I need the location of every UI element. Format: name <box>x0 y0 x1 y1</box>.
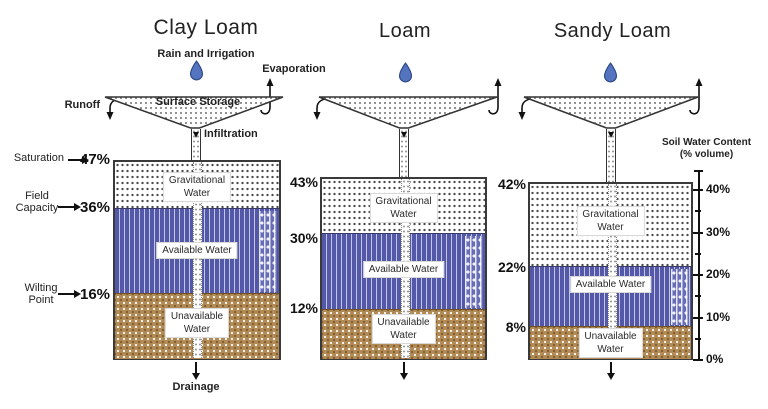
evaporation-arrow-icon <box>260 78 274 115</box>
capillary-texture <box>259 211 277 292</box>
unavailable-water-label: Unavailable Water <box>164 308 230 338</box>
water-droplet-icon <box>189 60 204 81</box>
tick-label-0: 0% <box>706 352 724 366</box>
major-tick-40 <box>693 189 703 191</box>
evaporation-arrow-icon <box>488 78 502 115</box>
drainage-label: Drainage <box>172 381 220 393</box>
gravitational-water-label: Gravitational Water <box>162 172 232 202</box>
major-tick-20 <box>693 274 703 276</box>
saturation-arrow-icon <box>68 156 89 163</box>
tick-label-10: 10% <box>706 310 731 324</box>
drainage-arrow-icon <box>192 362 199 380</box>
minor-tick-5 <box>695 338 701 340</box>
tick-label-30: 30% <box>706 225 731 239</box>
available-water-label: Available Water <box>569 276 652 293</box>
funnel-icon <box>523 96 699 129</box>
infiltration-arrow-icon <box>608 132 614 138</box>
drainage-arrow-icon <box>607 362 614 380</box>
wilting-point-label: Wilting Point <box>24 282 58 306</box>
loam-soil-container: Gravitational Water Available Water Unav… <box>320 177 487 360</box>
funnel-icon <box>104 96 284 129</box>
field-capacity-label: Field Capacity <box>15 190 59 214</box>
loam-title: Loam <box>378 20 432 42</box>
gravitational-water-label: Gravitational Water <box>576 206 645 236</box>
tick-label-40: 40% <box>706 182 731 196</box>
loam-wilting-point-pct: 12% <box>289 300 318 316</box>
minor-tick-15 <box>695 295 701 297</box>
major-tick-0 <box>693 359 703 361</box>
saturation-label: Saturation <box>13 152 64 164</box>
infiltration-arrow-icon <box>193 132 199 138</box>
axis-title-line2: (% volume) <box>679 149 734 160</box>
water-droplet-icon <box>603 62 618 83</box>
infiltration-tube <box>191 129 201 161</box>
evaporation-arrow-icon <box>689 78 703 115</box>
unavailable-water-label: Unavailable Water <box>371 314 436 344</box>
available-water-label: Available Water <box>362 261 445 278</box>
clay-saturation-pct: 47% <box>79 151 111 168</box>
major-tick-10 <box>693 317 703 319</box>
wilting-point-arrow-icon <box>58 290 81 297</box>
capillary-texture <box>465 236 483 308</box>
sandy-wilting-point-pct: 8% <box>505 319 526 335</box>
sandy-loam-soil-container: Gravitational Water Available Water Unav… <box>528 182 693 360</box>
unavailable-water-label: Unavailable Water <box>578 328 643 358</box>
drainage-tube <box>193 162 202 358</box>
drainage-arrow-icon <box>400 362 407 380</box>
axis-top-tick <box>694 170 703 172</box>
clay-loam-soil-container: Gravitational Water Available Water Unav… <box>113 160 281 360</box>
soil-water-axis <box>698 170 700 361</box>
surface-storage-label: Surface Storage <box>155 96 241 108</box>
sandy-field-capacity-pct: 22% <box>497 259 526 275</box>
water-droplet-icon <box>398 62 413 83</box>
runoff-label: Runoff <box>64 99 100 111</box>
minor-tick-25 <box>695 253 701 255</box>
rain-irrigation-label: Rain and Irrigation <box>157 48 255 60</box>
available-water-label: Available Water <box>156 242 238 259</box>
evaporation-label: Evaporation <box>262 63 326 75</box>
loam-field-capacity-pct: 30% <box>289 230 318 246</box>
infiltration-tube <box>606 129 616 183</box>
major-tick-30 <box>693 232 703 234</box>
sandy-saturation-pct: 42% <box>497 176 526 192</box>
clay-loam-title: Clay Loam <box>153 16 259 39</box>
infiltration-label: Infiltration <box>204 128 258 140</box>
axis-title-line1: Soil Water Content <box>661 137 752 148</box>
sandy-loam-title: Sandy Loam <box>553 20 672 42</box>
drainage-tube <box>608 184 617 358</box>
clay-wilting-point-pct: 16% <box>79 286 111 303</box>
field-capacity-arrow-icon <box>58 203 81 210</box>
funnel-icon <box>318 96 498 129</box>
loam-saturation-pct: 43% <box>289 174 318 190</box>
infiltration-tube <box>399 129 409 178</box>
minor-tick-35 <box>695 210 701 212</box>
tick-label-20: 20% <box>706 267 731 281</box>
clay-field-capacity-pct: 36% <box>79 199 111 216</box>
infiltration-arrow-icon <box>401 132 407 138</box>
capillary-texture <box>671 269 689 325</box>
gravitational-water-label: Gravitational Water <box>369 193 438 223</box>
